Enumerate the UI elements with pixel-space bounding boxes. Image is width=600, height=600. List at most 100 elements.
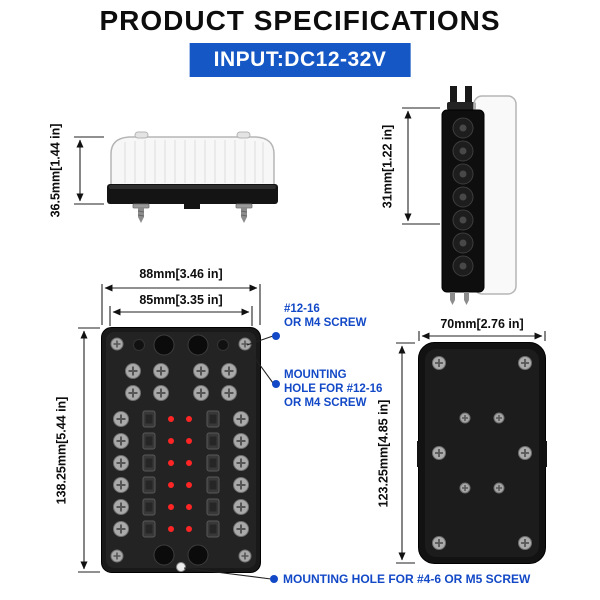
mounting-screw [450,292,469,305]
side-view-drawing [107,131,278,223]
center-screw [459,412,471,424]
bottom-terminal-strip [110,544,252,572]
small-hole [217,339,229,351]
input-voltage-badge: INPUT:DC12-32V [189,43,411,77]
leader-dot [272,380,280,388]
circuit-row [112,476,250,494]
power-stud [187,544,209,566]
back-view-drawing [417,342,547,564]
terminal-screw [192,362,210,380]
edge-screw [517,445,533,461]
corner-screw [431,535,447,551]
fuse-slot [142,454,156,472]
led-indicator [186,504,192,510]
circuit-row [112,454,250,472]
power-stud [153,544,175,566]
dim-lines-back-width [418,331,546,341]
side-tab [543,441,547,467]
bottom-mounting-note: MOUNTING HOLE FOR #4-6 OR M5 SCREW [283,572,531,586]
terminal-screw [232,454,250,472]
terminal-screw [152,384,170,402]
terminal-screw [112,476,130,494]
fuse-slot [142,520,156,538]
terminal-screw [152,362,170,380]
terminal-screw [220,362,238,380]
circuit-row [112,410,250,428]
terminal-screw [112,520,130,538]
terminal-screw [232,410,250,428]
center-screw [493,482,505,494]
corner-mounting-screw [238,549,252,563]
corner-screw [431,355,447,371]
terminal-screw [232,432,250,450]
fuse-slot [142,410,156,428]
center-screw [493,412,505,424]
mounting-screw [235,203,253,223]
front-view-drawing [101,327,261,573]
center-foot [184,204,200,209]
corner-mounting-screw [110,337,124,351]
corner-screw [517,355,533,371]
dim-front-width-inner: 85mm[3.35 in] [139,293,223,307]
center-screw [459,482,471,494]
terminal-screw [112,410,130,428]
fuse-slot [206,432,220,450]
fuse-slot [142,498,156,516]
leader-dots [270,332,280,583]
mounting-screw [132,203,150,223]
power-stud [187,334,209,356]
screw-note-line1: #12-16 [284,303,320,315]
cover-latch [134,131,149,139]
led-indicator [168,438,174,444]
dim-lines-front-height [78,327,100,573]
terminal-screw [192,384,210,402]
led-indicator [168,460,174,466]
terminal-screw [112,432,130,450]
screw-note-line2: OR M4 SCREW [284,317,367,329]
edge-screw [431,445,447,461]
screw-note: #12-16 OR M4 SCREW [284,302,366,330]
dim-lines-edge-height [402,107,440,225]
dim-side-height: 36.5mm[1.44 in] [48,123,63,218]
cover-latch [236,131,251,139]
corner-mounting-screw [238,337,252,351]
led-indicator [168,526,174,532]
cover-ridges [124,140,264,183]
fuse-slot [206,454,220,472]
bottom-mounting-hole [176,562,186,572]
terminal-lugs [447,86,476,110]
led-indicator [168,504,174,510]
corner-screw [517,535,533,551]
leader-dot [272,332,280,340]
terminal-screw [112,454,130,472]
terminal-screw [124,384,142,402]
edge-view-drawing [441,86,517,305]
led-indicator [186,438,192,444]
circuit-row [112,498,250,516]
led-indicator [186,416,192,422]
small-hole [133,339,145,351]
fuse-slot [206,410,220,428]
circuit-row [112,432,250,450]
dim-back-width: 70mm[2.76 in] [440,317,524,331]
led-indicator [186,482,192,488]
terminal-screw [232,476,250,494]
fuse-slot [206,476,220,494]
dim-edge-height: 31mm[1.22 in] [380,124,395,209]
fuse-slot [142,432,156,450]
dim-lines-back-height [396,342,415,564]
terminal-studs [452,117,474,277]
terminal-screw [232,520,250,538]
clear-cover [110,131,275,187]
led-indicator [168,416,174,422]
fuse-slot [142,476,156,494]
led-indicator [186,526,192,532]
corner-mounting-screw [110,549,124,563]
terminal-screw [124,362,142,380]
power-stud [153,334,175,356]
mounting-note-line2: HOLE FOR #12-16 [284,383,383,395]
dim-front-width-outer: 88mm[3.46 in] [139,267,223,281]
dim-lines-side-height [74,136,104,205]
mounting-note-line3: OR M4 SCREW [284,397,367,409]
